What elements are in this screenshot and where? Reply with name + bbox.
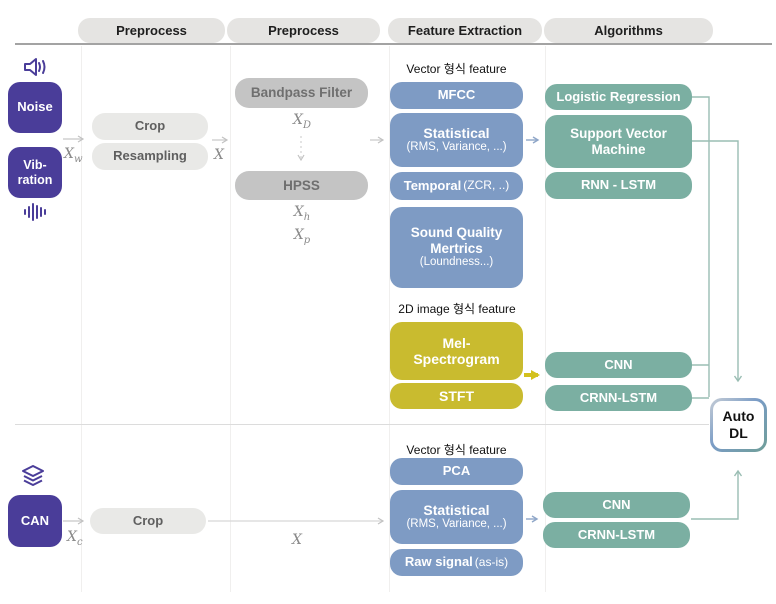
node-crop-bottom: Crop — [90, 508, 206, 534]
section-label-text: Vector 형식 feature — [406, 62, 507, 76]
node-pca: PCA — [390, 458, 523, 485]
node-sublabel: (Loundness...) — [419, 256, 494, 269]
section-label-vector-top: Vector 형식 feature — [383, 60, 530, 77]
node-label: RNN - LSTM — [580, 177, 657, 193]
node-label: PCA — [442, 463, 471, 479]
node-label: CRNN-LSTM — [577, 526, 656, 542]
speaker-icon — [22, 55, 48, 79]
node-label: Mel- — [442, 334, 471, 351]
layers-icon — [20, 463, 46, 489]
node-svm: Support Vector Machine — [545, 115, 692, 168]
label-xd: XD — [293, 112, 311, 131]
node-temporal: Temporal (ZCR, ..) — [390, 172, 523, 200]
node-label: Machine — [591, 141, 646, 157]
node-auto-dl: Auto DL — [710, 398, 767, 452]
node-cnn-bottom: CNN — [543, 492, 690, 518]
connector-cnn-bottom-to-autodl — [691, 469, 743, 520]
header-label: Feature Extraction — [407, 23, 523, 38]
top-rule — [15, 43, 772, 45]
node-label: Raw signal — [404, 554, 473, 570]
node-statistical-top: Statistical (RMS, Variance, ...) — [390, 113, 523, 167]
source-can: CAN — [8, 495, 62, 547]
header-feature-extraction: Feature Extraction — [388, 18, 542, 43]
node-label: Resampling — [113, 148, 187, 164]
source-noise-label: Noise — [17, 99, 53, 115]
header-label: Preprocess — [116, 23, 187, 38]
connector-svm-to-autodl — [692, 140, 743, 383]
node-label: Spectrogram — [413, 351, 500, 367]
waveform-icon — [22, 200, 48, 224]
node-label: Auto — [722, 408, 755, 425]
node-sublabel: (RMS, Variance, ...) — [406, 518, 507, 531]
label-x-bottom: X — [292, 532, 302, 548]
source-vibration-label: ration — [17, 172, 53, 187]
label-xh: Xh — [293, 204, 311, 223]
node-bandpass-filter: Bandpass Filter — [235, 78, 368, 108]
node-sublabel: (ZCR, ..) — [463, 178, 510, 193]
label-xp: Xp — [293, 227, 311, 246]
header-preprocess-2: Preprocess — [227, 18, 380, 43]
node-label: Support Vector — [570, 125, 667, 141]
node-statistical-bottom: Statistical (RMS, Variance, ...) — [390, 490, 523, 544]
node-hpss: HPSS — [235, 171, 368, 200]
node-label: Statistical — [423, 502, 490, 519]
node-crnn-lstm-top: CRNN-LSTM — [545, 385, 692, 411]
node-label: DL — [729, 425, 748, 441]
section-label-vector-bottom: Vector 형식 feature — [383, 441, 530, 458]
source-vibration-label: Vib- — [23, 158, 47, 173]
node-label: HPSS — [283, 177, 320, 193]
node-logistic-regression: Logistic Regression — [545, 84, 692, 110]
node-label: Statistical — [423, 125, 490, 142]
node-label: Crop — [132, 512, 164, 528]
connector-logistic-regression — [692, 96, 710, 397]
header-label: Preprocess — [268, 23, 339, 38]
node-label: CRNN-LSTM — [579, 389, 658, 405]
node-label: Temporal — [403, 177, 462, 193]
node-label: CNN — [602, 496, 631, 512]
node-label: Logistic Regression — [556, 88, 681, 104]
column-separator — [81, 46, 82, 592]
node-label: Crop — [134, 118, 166, 134]
source-noise: Noise — [8, 82, 62, 133]
node-label: STFT — [439, 387, 474, 404]
column-separator — [230, 46, 231, 592]
label-xw: Xw — [64, 146, 83, 165]
node-sublabel: (RMS, Variance, ...) — [406, 141, 507, 154]
node-sound-quality-metrics: Sound Quality Mertrics (Loundness...) — [390, 207, 523, 288]
node-resampling: Resampling — [92, 143, 208, 170]
section-label-2d-image: 2D image 형식 feature — [377, 300, 537, 317]
node-crnn-lstm-bottom: CRNN-LSTM — [543, 522, 690, 548]
header-algorithms: Algorithms — [544, 18, 713, 43]
node-label: CNN — [604, 356, 633, 372]
node-mel-spectrogram: Mel- Spectrogram — [390, 322, 523, 380]
node-label: Mertrics — [430, 240, 483, 256]
column-separator — [545, 46, 546, 592]
source-vibration: Vib- ration — [8, 147, 62, 198]
node-cnn-top: CNN — [545, 352, 692, 378]
label-xc: Xc — [67, 529, 83, 548]
node-rnn-lstm: RNN - LSTM — [545, 172, 692, 199]
node-stft: STFT — [390, 383, 523, 409]
section-divider — [15, 424, 709, 425]
column-separator — [389, 46, 390, 592]
node-label: Bandpass Filter — [250, 85, 353, 101]
node-sublabel: (as-is) — [474, 554, 509, 569]
node-label: Sound Quality — [410, 225, 503, 241]
node-label: MFCC — [437, 87, 476, 103]
label-x-top: X — [214, 147, 224, 163]
node-raw-signal: Raw signal (as-is) — [390, 549, 523, 576]
header-label: Algorithms — [594, 23, 663, 38]
node-mfcc: MFCC — [390, 82, 523, 109]
section-label-text: 2D image 형식 feature — [398, 302, 516, 316]
header-preprocess-1: Preprocess — [78, 18, 225, 43]
source-can-label: CAN — [20, 512, 50, 528]
node-crop: Crop — [92, 113, 208, 140]
section-label-text: Vector 형식 feature — [406, 443, 507, 457]
